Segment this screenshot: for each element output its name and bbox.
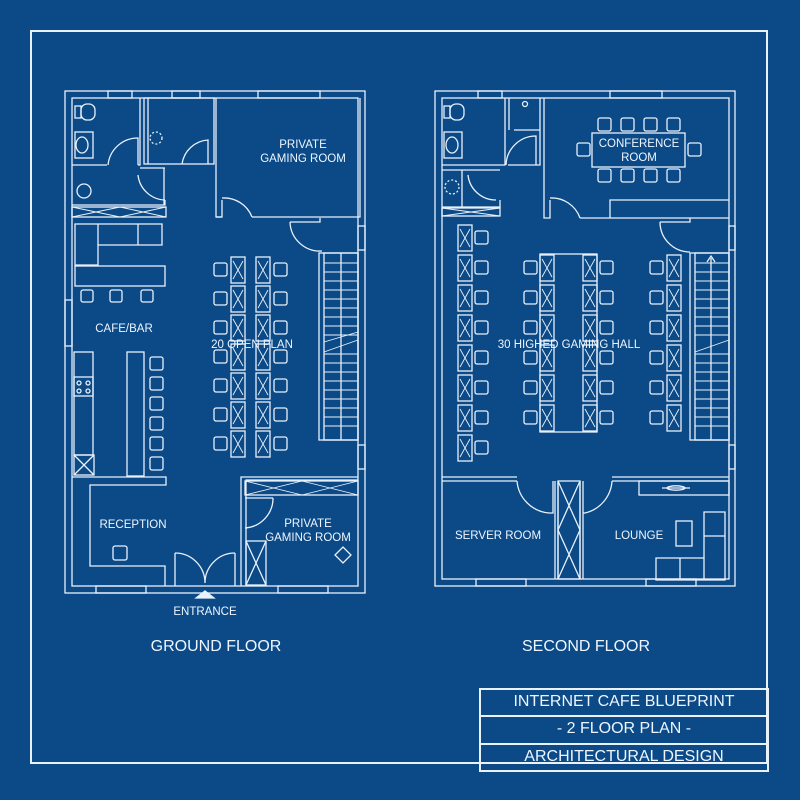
room-label-open-plan: 20 OPEN PLAN [211,339,293,351]
room-label-conference: CONFERENCE ROOM [599,137,680,165]
room-label-private-gaming-top: PRIVATE GAMING ROOM [260,138,346,166]
ground-stairs [318,252,359,441]
label-line: ROOM [621,152,657,164]
label-line: PRIVATE [284,518,332,530]
title-block-line2: - 2 FLOOR PLAN - [481,717,767,745]
title-block: INTERNET CAFE BLUEPRINT - 2 FLOOR PLAN -… [479,688,769,772]
bar-stools [149,356,164,471]
room-label-private-gaming-bottom: PRIVATE GAMING ROOM [265,517,351,545]
room-label-reception: RECEPTION [99,519,167,531]
room-label-cafe-bar: CAFE/BAR [95,323,153,335]
outer-border [30,30,768,764]
ground-floor-title: GROUND FLOOR [150,638,282,655]
entrance-label: ENTRANCE [173,606,237,618]
second-stairs [689,252,730,441]
room-label-server-room: SERVER ROOM [454,530,542,542]
title-block-line3: ARCHITECTURAL DESIGN [524,747,724,765]
label-line: PRIVATE [279,139,327,151]
label-line: GAMING ROOM [260,153,346,165]
room-label-lounge: LOUNGE [614,530,664,542]
room-label-gaming-hall: 30 HIGHED GAMING HALL [497,339,641,351]
open-plan-workstations [213,256,288,458]
second-floor-title: SECOND FLOOR [521,638,651,655]
label-line: GAMING ROOM [265,532,351,544]
second-floor-plan [434,90,736,587]
gaming-hall-workstations [457,224,682,462]
label-line: CONFERENCE [598,138,680,150]
ground-floor-plan [64,90,366,599]
title-block-line1: INTERNET CAFE BLUEPRINT [481,690,767,718]
